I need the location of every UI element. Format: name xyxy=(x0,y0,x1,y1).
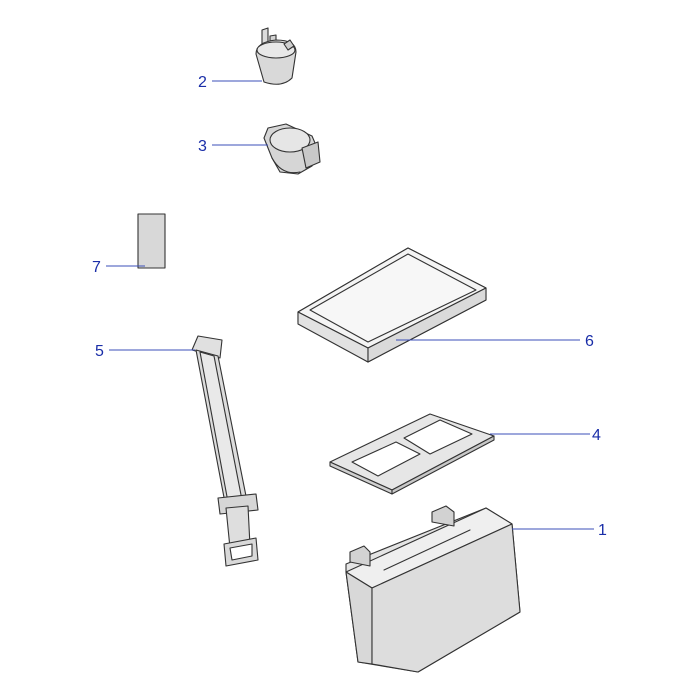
terminal-cap-red xyxy=(255,27,297,85)
battery-cover xyxy=(297,247,487,363)
callout-number-6: 6 xyxy=(585,333,594,350)
battery-strap xyxy=(191,335,259,567)
callout-number-5: 5 xyxy=(95,343,104,360)
callout-number-2: 2 xyxy=(198,74,207,91)
callout-number-4: 4 xyxy=(592,427,601,444)
callout-number-3: 3 xyxy=(198,138,207,155)
terminal-cap-black xyxy=(263,123,321,175)
battery-mat xyxy=(329,413,495,495)
label xyxy=(137,213,166,269)
callout-number-7: 7 xyxy=(92,259,101,276)
callout-number-1: 1 xyxy=(598,522,607,539)
battery xyxy=(345,505,521,673)
